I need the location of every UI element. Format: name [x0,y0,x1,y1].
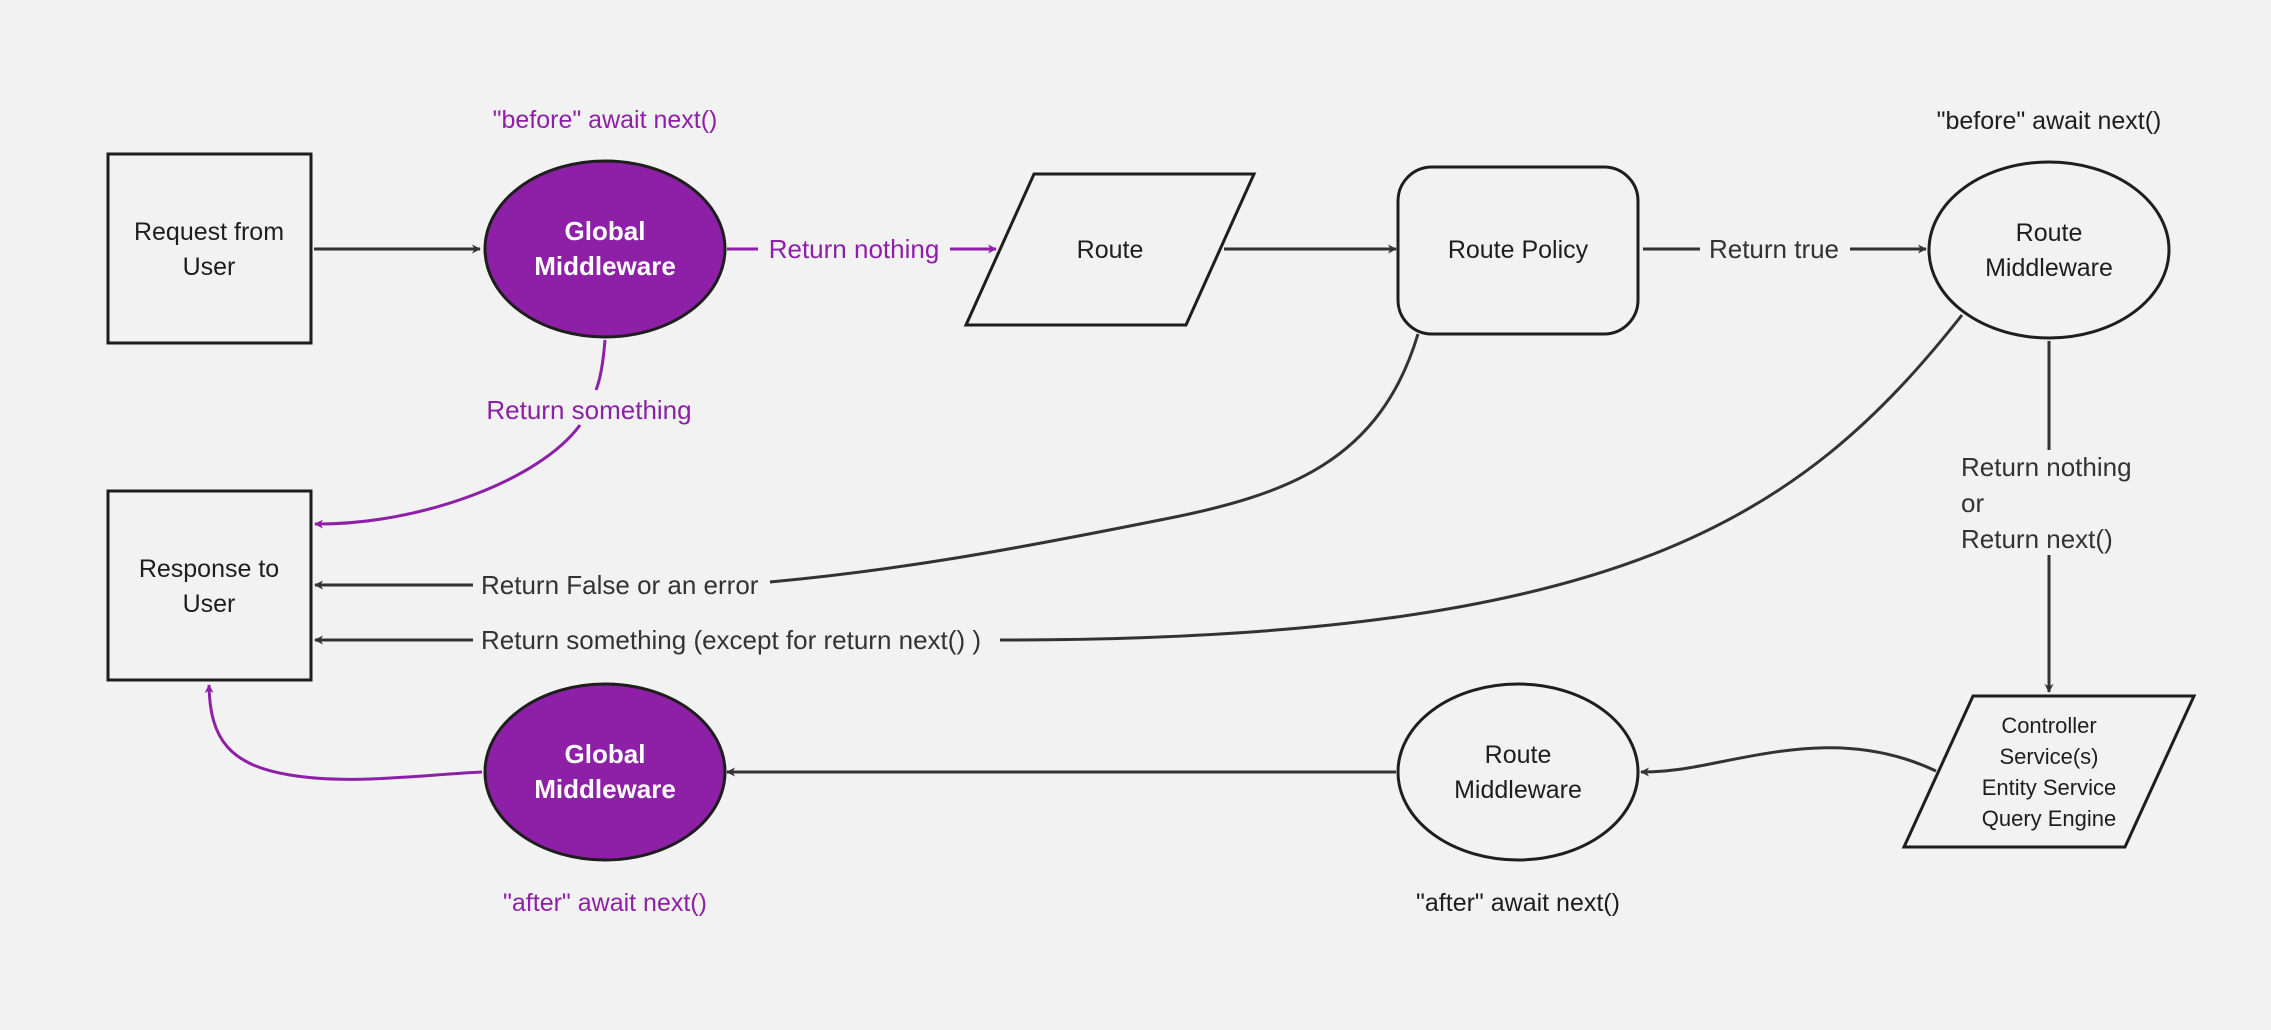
note-route-after: "after" await next() [1416,889,1620,917]
notes: "before" await next() "before" await nex… [493,106,2162,917]
label-routemw-next-line1: Return nothing [1961,452,2132,482]
label-routemw-next-line3: Return next() [1961,524,2113,554]
edge-global-after-to-response [204,684,483,781]
edge-routemw-return-something-a [999,314,1964,642]
route-mw-before-line1: Route [2016,219,2083,247]
note-route-before: "before" await next() [1937,107,2162,135]
route-mw-after-line2: Middleware [1454,776,1582,804]
node-request-from-user[interactable]: Request from User [106,152,313,345]
node-route-middleware-after[interactable]: Route Middleware [1396,682,1640,862]
request-box [106,152,313,345]
controller-line2: Service(s) [1999,744,2098,769]
route-mw-before-line2: Middleware [1985,254,2113,282]
controller-line1: Controller [2001,713,2096,738]
response-box [106,489,313,682]
route-mw-after-line1: Route [1485,741,1552,769]
edge-global-return-something-b [314,424,582,529]
route-middleware-before-ellipse [1927,160,2171,340]
edge-policy-return-false-a [769,333,1420,584]
edges [204,244,2054,781]
label-routemw-return-something: Return something (except for return next… [481,625,981,655]
node-controller-services[interactable]: Controller Service(s) Entity Service Que… [1901,694,2197,849]
global-after-line2: Middleware [534,774,676,804]
global-middleware-before-ellipse [483,159,727,339]
edge-controller-to-routemw-after [1640,746,1937,777]
node-global-middleware-after[interactable]: Global Middleware [483,682,727,862]
label-routemw-next-line2: or [1961,488,1984,518]
controller-line4: Query Engine [1982,806,2117,831]
request-label-line2: User [183,253,236,281]
route-policy-label: Route Policy [1448,236,1589,264]
route-middleware-after-ellipse [1396,682,1640,862]
label-policy-return-false: Return False or an error [481,570,759,600]
request-label-line1: Request from [134,218,284,246]
controller-parallelogram [1901,694,2197,849]
route-label: Route [1077,236,1144,264]
response-label-line1: Response to [139,555,279,583]
edge-labels: Return nothing Return something Return t… [481,234,2132,655]
nodes: Request from User Global Middleware Rout… [106,152,2197,862]
node-route-middleware-before[interactable]: Route Middleware [1927,160,2171,340]
note-global-before: "before" await next() [493,106,718,134]
node-response-to-user[interactable]: Response to User [106,489,313,682]
global-before-line1: Global [565,216,646,246]
label-global-return-nothing: Return nothing [769,234,940,264]
node-route[interactable]: Route [963,172,1257,327]
global-after-line1: Global [565,739,646,769]
global-middleware-after-ellipse [483,682,727,862]
node-route-policy[interactable]: Route Policy [1396,165,1640,336]
edge-global-return-something-a [594,339,607,391]
route-policy-box [1396,165,1640,336]
response-label-line2: User [183,590,236,618]
route-parallelogram [963,172,1257,327]
note-global-after: "after" await next() [503,889,707,917]
node-global-middleware-before[interactable]: Global Middleware [483,159,727,339]
controller-line3: Entity Service [1982,775,2117,800]
label-policy-return-true: Return true [1709,234,1839,264]
label-global-return-something: Return something [486,395,691,425]
global-before-line2: Middleware [534,251,676,281]
